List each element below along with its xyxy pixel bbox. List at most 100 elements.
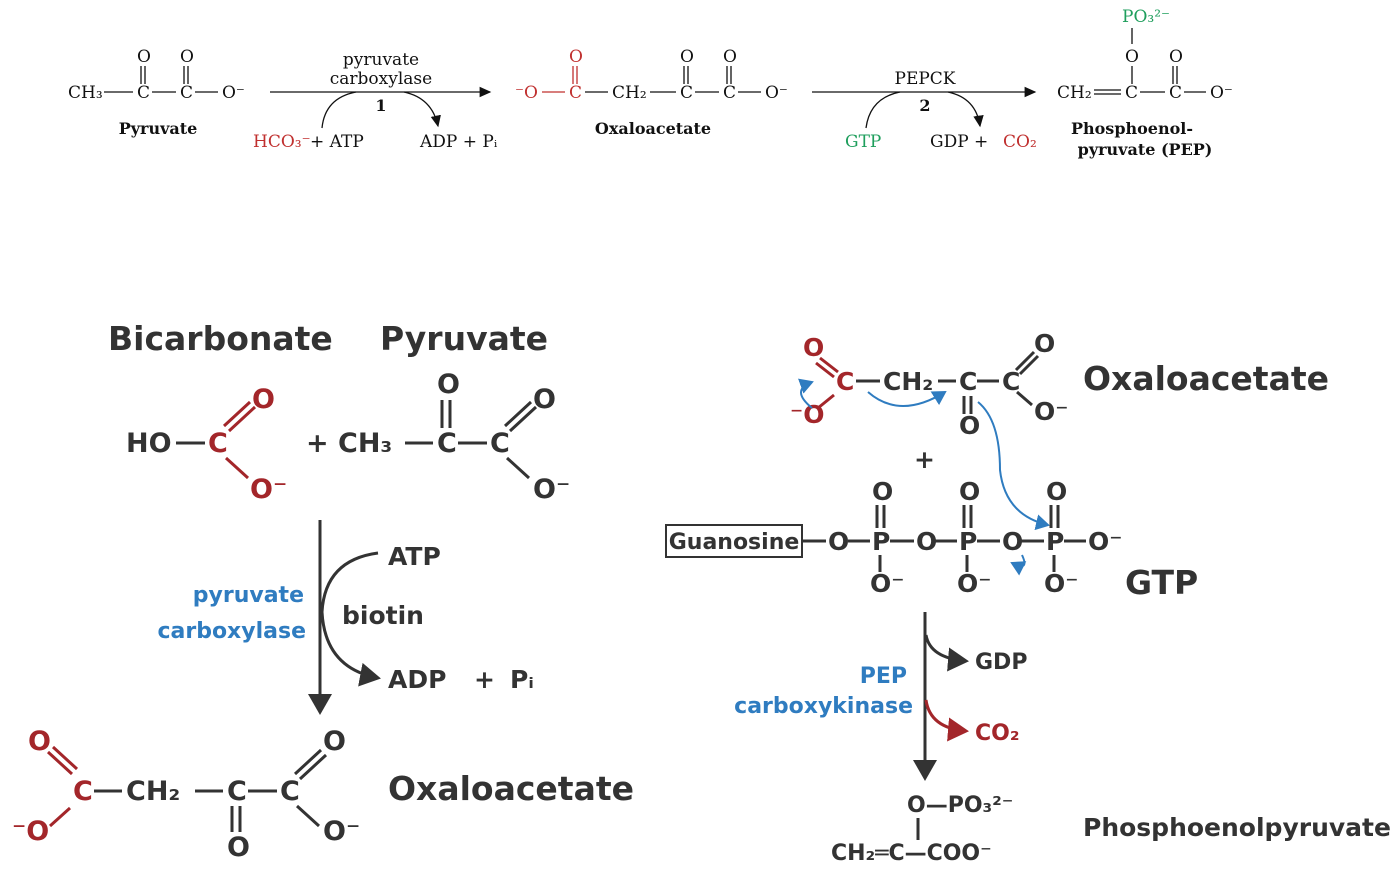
atom-o: O xyxy=(1125,47,1139,67)
top-step2: PEPCK 2 GTP GDP + CO₂ xyxy=(812,69,1037,152)
atom-ch2: CH₂ xyxy=(1057,83,1092,103)
atom-o: O xyxy=(227,832,250,863)
enzyme-label: carboxylase xyxy=(157,619,306,644)
atom-c: C xyxy=(490,428,510,459)
gdp-curve xyxy=(924,634,969,672)
atom-o: O xyxy=(533,384,556,415)
atom-c: C xyxy=(723,83,736,103)
enzyme-label: pyruvate xyxy=(343,50,419,70)
atom-ch2: CH₂ xyxy=(126,776,180,807)
adp: ADP xyxy=(388,665,446,694)
atom-c: C xyxy=(569,83,582,103)
atom-o-minus: O⁻ xyxy=(1088,527,1122,556)
enzyme-label: carboxylase xyxy=(330,69,432,89)
atom-o: O xyxy=(323,726,346,757)
atom-ch3: CH₃ xyxy=(68,83,103,103)
pyruvate-title: Pyruvate xyxy=(380,319,548,358)
atom-p: P xyxy=(959,527,977,556)
atom-ch3: CH₃ xyxy=(338,428,392,459)
atom-o-minus: O⁻ xyxy=(533,474,570,505)
atom-ho: HO xyxy=(126,428,172,459)
atom-p: P xyxy=(1046,527,1064,556)
atom-o: O xyxy=(28,726,51,757)
oxaloacetate-label: Oxaloacetate xyxy=(388,769,634,808)
atom-o: O xyxy=(872,477,893,506)
plus-atp: + ATP xyxy=(310,132,364,152)
atom-o-minus: O⁻ xyxy=(1034,397,1068,426)
atom-o-minus: ⁻O xyxy=(515,83,538,103)
step-number: 2 xyxy=(919,96,930,115)
top-step1: pyruvate carboxylase 1 HCO₃⁻ + ATP ADP +… xyxy=(253,50,498,152)
atom-o-minus: O⁻ xyxy=(957,569,991,598)
atom-o-minus: O⁻ xyxy=(250,474,287,505)
atom-o: O xyxy=(959,411,980,440)
cosubstrate-curve xyxy=(865,91,901,129)
bonds xyxy=(802,505,1086,572)
bonds xyxy=(585,66,761,93)
bonds xyxy=(1094,28,1206,95)
enzyme-label: PEP xyxy=(860,664,907,689)
atom-c: C xyxy=(137,83,150,103)
guanosine: Guanosine xyxy=(669,530,800,555)
atom-ch2: CH₂ xyxy=(883,367,933,396)
atom-c: C xyxy=(959,367,977,396)
atom-c: C xyxy=(836,367,854,396)
product-curve xyxy=(947,91,984,128)
product-curve xyxy=(403,91,441,128)
products: ADP + Pᵢ xyxy=(419,132,498,152)
phosphate-group: PO₃²⁻ xyxy=(1122,7,1170,27)
atom-c: C xyxy=(180,83,193,103)
oxaloacetate-label: Oxaloacetate xyxy=(595,119,711,138)
carboxylation-panel: Bicarbonate Pyruvate HO C O O⁻ + CH₃ C O… xyxy=(12,319,634,863)
atom-o-minus: O⁻ xyxy=(323,816,360,847)
atom-o: O xyxy=(137,47,151,67)
atom-c: C xyxy=(208,428,228,459)
pep-label: Phosphoenol- xyxy=(1071,119,1193,138)
gtp-label: GTP xyxy=(1125,563,1198,602)
co2: CO₂ xyxy=(1003,132,1037,152)
atom-c: C xyxy=(280,776,300,807)
bonds xyxy=(542,66,578,93)
atom-o: O xyxy=(959,477,980,506)
top-pep: PO₃²⁻ O O CH₂ C C O⁻ Phosphoenol- pyruva… xyxy=(1057,7,1233,159)
atom-c: C xyxy=(1125,83,1138,103)
plus: + xyxy=(306,428,329,459)
atp: ATP xyxy=(388,542,441,571)
pep-label: pyruvate (PEP) xyxy=(1078,140,1213,159)
atom-o-minus: O⁻ xyxy=(765,83,788,103)
plus: + xyxy=(914,445,935,474)
atom-o-minus: O⁻ xyxy=(1210,83,1233,103)
atom-c: C xyxy=(1002,367,1020,396)
co2: CO₂ xyxy=(975,721,1019,746)
atom-o: O xyxy=(1046,477,1067,506)
oxaloacetate-label: Oxaloacetate xyxy=(1083,359,1329,398)
atom-c: C xyxy=(73,776,93,807)
electron-arrow xyxy=(797,378,814,409)
electron-arrow xyxy=(867,390,947,407)
bonds xyxy=(46,745,79,828)
bonds xyxy=(94,748,328,832)
atom-c: C xyxy=(227,776,247,807)
atom-o: O xyxy=(569,47,583,67)
plus: + xyxy=(474,665,495,694)
pi: Pᵢ xyxy=(510,665,534,694)
atom-o: O xyxy=(1169,47,1183,67)
atom-o-minus: ⁻O xyxy=(12,816,49,847)
bonds xyxy=(104,66,218,93)
decarboxylation-panel: O C ⁻O CH₂ C O C O O⁻ Oxaloacetate + Gua… xyxy=(665,329,1391,866)
atom-o-minus: O⁻ xyxy=(1044,569,1078,598)
bicarbonate-title: Bicarbonate xyxy=(108,319,333,358)
biotin: biotin xyxy=(342,601,424,630)
pep-label: Phosphoenolpyruvate xyxy=(1083,813,1391,842)
atom-o: O xyxy=(680,47,694,67)
atom-p: P xyxy=(872,527,890,556)
gdp: GDP + xyxy=(930,132,988,152)
atom-o: O xyxy=(1034,329,1055,358)
bonds xyxy=(856,350,1040,414)
atom-o: O xyxy=(803,333,824,362)
atom-c: C xyxy=(680,83,693,103)
enzyme-label: carboxykinase xyxy=(734,694,913,719)
top-oxaloacetate: ⁻O C O CH₂ C C O O O⁻ Oxaloacetate xyxy=(515,47,788,138)
atom-ch2: CH₂ xyxy=(612,83,647,103)
